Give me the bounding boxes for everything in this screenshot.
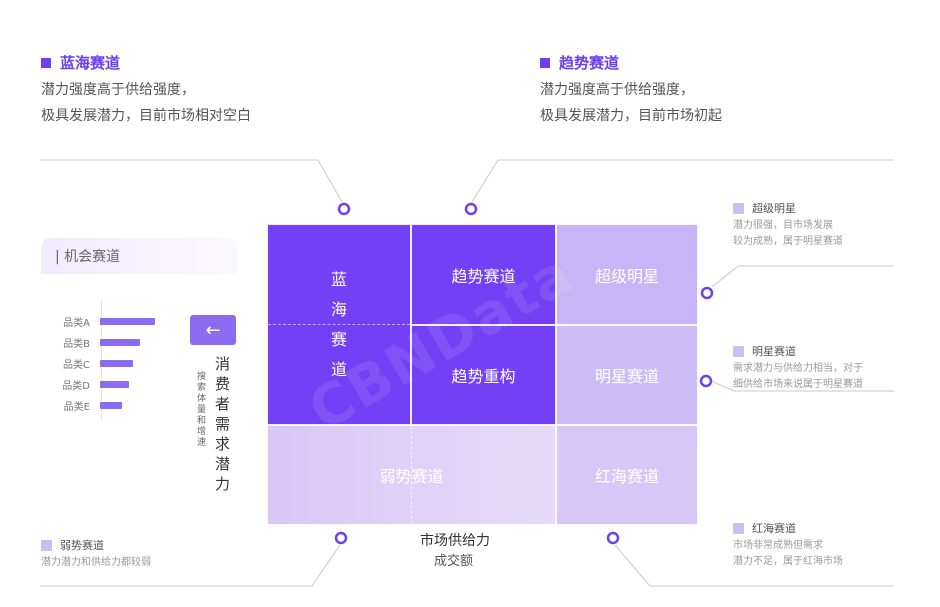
bar-label: 品类A (63, 317, 90, 329)
y-axis-sub-char: 索 (197, 383, 207, 393)
panel-header: | 机会赛道 (41, 238, 237, 274)
y-axis-char: 者 (215, 395, 231, 413)
bar-row: 品类B (56, 335, 140, 350)
square-bullet-icon (733, 522, 744, 534)
note-line: 市场非常成熟但需求 (733, 540, 823, 551)
y-axis-sub-label: 搜索体量和增速 (197, 372, 206, 449)
note-line: 细供给市场来说属于明星赛道 (733, 379, 863, 390)
bar-row: 品类C (56, 356, 133, 371)
note-title: 红海赛道 (752, 522, 796, 535)
callout-text-line: 潜力强度高于供给强度， (41, 82, 195, 98)
cell-blue-ocean-char: 海 (330, 299, 347, 319)
cell-red-ocean-label: 红海赛道 (594, 467, 659, 486)
cell-star-track-label: 明星赛道 (594, 367, 659, 386)
bar (100, 338, 140, 346)
callout-text-line: 潜力强度高于供给强度， (540, 82, 694, 98)
y-axis-sub-char: 增 (197, 427, 207, 437)
note-line: 潜力不足，属于红海市场 (733, 556, 843, 567)
square-bullet-icon (540, 57, 550, 68)
y-axis-sub-char: 体 (197, 394, 207, 404)
callout-text-line: 极具发展潜力，目前市场初起 (540, 108, 722, 124)
cell-trend-rebuild: 趋势重构 (411, 325, 556, 425)
note-star: 明星赛道 需求潜力与供给力相当，对于 细供给市场来说属于明星赛道 (733, 343, 863, 393)
x-axis-sub-label: 成交额 (434, 554, 474, 569)
bar (100, 401, 122, 409)
y-axis-sub-char: 量 (197, 405, 207, 415)
cell-super-star-label: 超级明星 (594, 266, 659, 286)
cell-blue-ocean-char: 蓝 (330, 269, 347, 289)
y-axis-sub-char: 搜 (197, 372, 207, 382)
bar-row: 品类D (56, 377, 129, 392)
connector-star (710, 380, 894, 392)
callout-text-line: 极具发展潜力，目前市场相对空白 (41, 108, 251, 124)
marker-blue-ocean (337, 202, 351, 216)
cell-blue-ocean-char: 赛 (330, 329, 347, 349)
panel-title: | 机会赛道 (55, 249, 121, 265)
connector-trend (471, 159, 894, 203)
note-red-ocean: 红海赛道 市场非常成熟但需求 潜力不足，属于红海市场 (733, 520, 843, 570)
y-axis-char: 力 (215, 475, 231, 493)
callout-blue-ocean-title: 蓝海赛道 (41, 52, 251, 73)
bar-label: 品类D (62, 380, 90, 392)
bar-row: 品类E (56, 398, 122, 413)
note-weak: 弱势赛道 潜力潜力和供给力都较弱 (41, 537, 151, 571)
marker-star (699, 374, 713, 388)
arrow-left-icon: ← (205, 319, 221, 341)
cell-trend-track-label: 趋势赛道 (451, 266, 516, 286)
bar (100, 317, 155, 325)
square-bullet-icon (733, 202, 744, 214)
bar (100, 359, 133, 367)
cell-red-ocean: 红海赛道 (556, 425, 698, 525)
y-axis-label: 消费者需求潜力 (215, 354, 230, 494)
callout-blue-ocean: 蓝海赛道 潜力强度高于供给强度， 极具发展潜力，目前市场相对空白 (41, 52, 251, 129)
note-line: 潜力很强，目市场发展 (733, 220, 833, 231)
callout-trend: 趋势赛道 潜力强度高于供给强度， 极具发展潜力，目前市场初起 (540, 52, 722, 129)
bar-label: 品类B (63, 338, 90, 350)
note-title: 超级明星 (752, 202, 796, 215)
note-title: 弱势赛道 (60, 539, 104, 552)
marker-red-ocean (606, 531, 620, 545)
bar-label: 品类C (63, 359, 90, 371)
bar-row: 品类A (56, 314, 155, 329)
cell-star-track: 明星赛道 (556, 325, 698, 425)
square-bullet-icon (41, 539, 52, 551)
y-axis-sub-char: 和 (197, 416, 207, 426)
cell-trend-rebuild-label: 趋势重构 (451, 367, 516, 386)
connector-red-ocean (614, 544, 894, 587)
cell-blue-ocean-label: 蓝海赛道 (331, 265, 347, 385)
y-axis-char: 消 (215, 355, 231, 373)
y-axis-sub-char: 速 (197, 438, 207, 448)
cell-trend-track: 趋势赛道 (411, 224, 556, 325)
note-line: 较为成熟，属于明星赛道 (733, 236, 843, 247)
square-bullet-icon (41, 57, 51, 68)
square-bullet-icon (733, 345, 744, 357)
dashed-divider (268, 324, 410, 325)
connector-blue-ocean (40, 159, 343, 203)
dashed-divider (411, 426, 412, 524)
bar (100, 380, 129, 388)
y-axis-char: 需 (215, 415, 231, 433)
marker-weak (334, 531, 348, 545)
note-title: 明星赛道 (752, 345, 796, 358)
cell-super-star: 超级明星 (556, 224, 698, 325)
y-axis-char: 潜 (215, 455, 231, 473)
connector-super-star (711, 265, 894, 288)
note-line: 潜力潜力和供给力都较弱 (41, 557, 151, 568)
note-line: 需求潜力与供给力相当，对于 (733, 363, 863, 374)
x-axis-label: 市场供给力 (420, 533, 490, 549)
cell-blue-ocean-char: 道 (330, 359, 347, 379)
y-axis-char: 费 (215, 375, 231, 393)
marker-trend (464, 202, 478, 216)
y-axis-char: 求 (215, 435, 231, 453)
connector-weak (40, 544, 341, 587)
bar-label: 品类E (63, 401, 90, 413)
left-arrow-button[interactable]: ← (190, 315, 236, 345)
callout-trend-title: 趋势赛道 (540, 52, 722, 73)
note-super-star: 超级明星 潜力很强，目市场发展 较为成熟，属于明星赛道 (733, 200, 843, 250)
marker-super-star (700, 286, 714, 300)
